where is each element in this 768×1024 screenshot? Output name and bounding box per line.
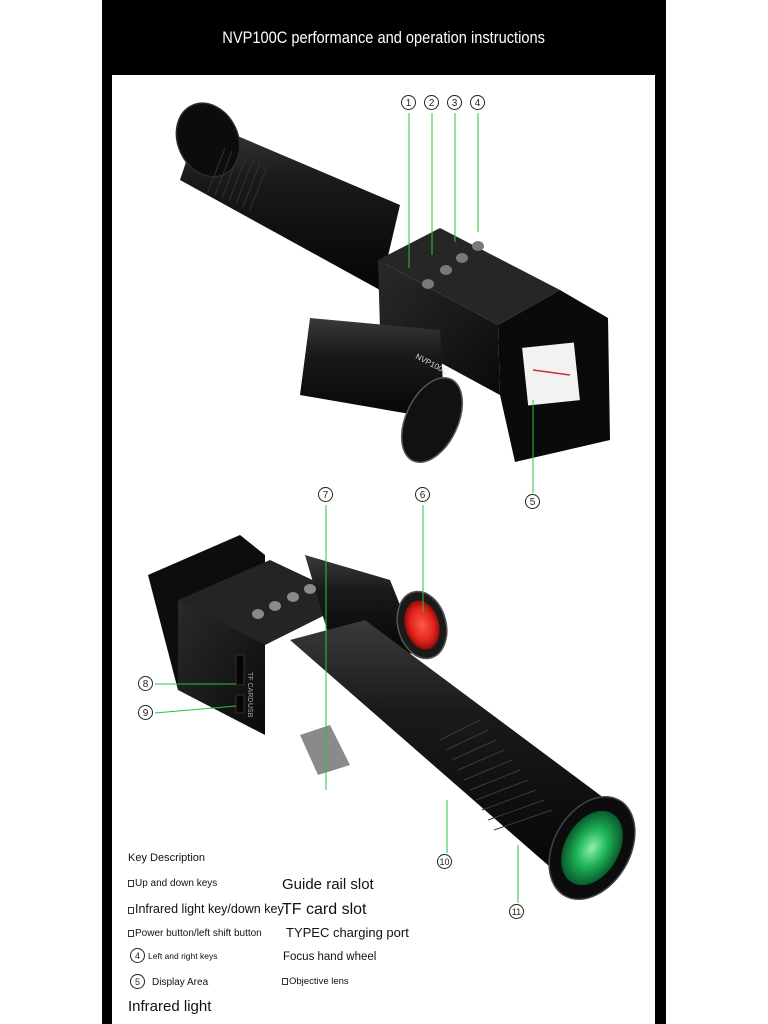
bottom-buttons (252, 584, 316, 619)
callout-9: 9 (138, 705, 153, 720)
callout-1: 1 (401, 95, 416, 110)
callout-3: 3 (447, 95, 462, 110)
top-knurl (207, 147, 268, 211)
top-display-reticle (532, 369, 571, 376)
bottom-tf-slot (235, 654, 245, 686)
bottom-device: TF CARD USB (148, 535, 636, 901)
bottom-tf-label: TF CARD (246, 672, 253, 702)
top-box-top (378, 228, 560, 325)
bottom-box-top (178, 560, 355, 645)
bottom-usb-port (235, 694, 245, 714)
key-item-2: Infrared light key/down key (128, 902, 284, 916)
callout-2: 2 (424, 95, 439, 110)
top-ir-tube (300, 318, 445, 420)
key-item-9: TYPEC charging port (286, 925, 409, 940)
top-device: NVP100C (175, 102, 610, 463)
top-buttons (422, 241, 484, 289)
right-margin (666, 0, 768, 1024)
bottom-leader-lines (154, 505, 519, 903)
key-description-title: Key Description (128, 852, 206, 864)
top-box-front (378, 260, 500, 395)
key-num-5: 5 (130, 974, 145, 989)
key-item-10: Focus hand wheel (283, 951, 377, 963)
key-item-8: TF card slot (282, 901, 367, 918)
callout-4: 4 (470, 95, 485, 110)
bottom-knurl (439, 719, 553, 831)
top-display-area (522, 342, 580, 406)
bullet-box-icon (128, 907, 134, 914)
key-item-5: Display Area (152, 977, 209, 988)
callout-6: 6 (415, 487, 430, 502)
callout-10: 10 (437, 854, 452, 869)
bottom-objective-lens (561, 810, 623, 886)
key-item-3: Power button/left shift button (128, 928, 262, 939)
page-title: NVP100C performance and operation instru… (222, 27, 546, 47)
callout-7: 7 (318, 487, 333, 502)
key-item-3-text: Power button/left shift button (135, 928, 262, 939)
bullet-box-icon (282, 978, 288, 985)
bullet-box-icon (128, 880, 134, 887)
left-margin (0, 0, 102, 1024)
key-item-11: Objective lens (282, 976, 349, 987)
key-item-1-text: Up and down keys (135, 878, 218, 889)
key-item-11-text: Objective lens (289, 976, 349, 987)
key-item-4: Left and right keys (148, 951, 218, 961)
bottom-ir-lens (404, 600, 440, 650)
callout-8: 8 (138, 676, 153, 691)
callout-5: 5 (525, 494, 540, 509)
key-item-1: Up and down keys (128, 878, 217, 889)
header-bar: NVP100C performance and operation instru… (102, 0, 666, 75)
callout-11: 11 (509, 904, 524, 919)
key-item-6: Infrared light (128, 998, 212, 1015)
top-eyepiece-cap (175, 102, 241, 178)
bottom-usb-label: USB (246, 703, 253, 718)
top-ir-endcap (400, 377, 464, 463)
key-num-4: 4 (130, 948, 145, 963)
top-leader-lines (408, 113, 534, 493)
key-item-7: Guide rail slot (282, 876, 374, 893)
bullet-box-icon (128, 930, 134, 937)
key-item-2-text: Infrared light key/down key (135, 902, 284, 916)
bottom-guide-rail (300, 725, 350, 775)
